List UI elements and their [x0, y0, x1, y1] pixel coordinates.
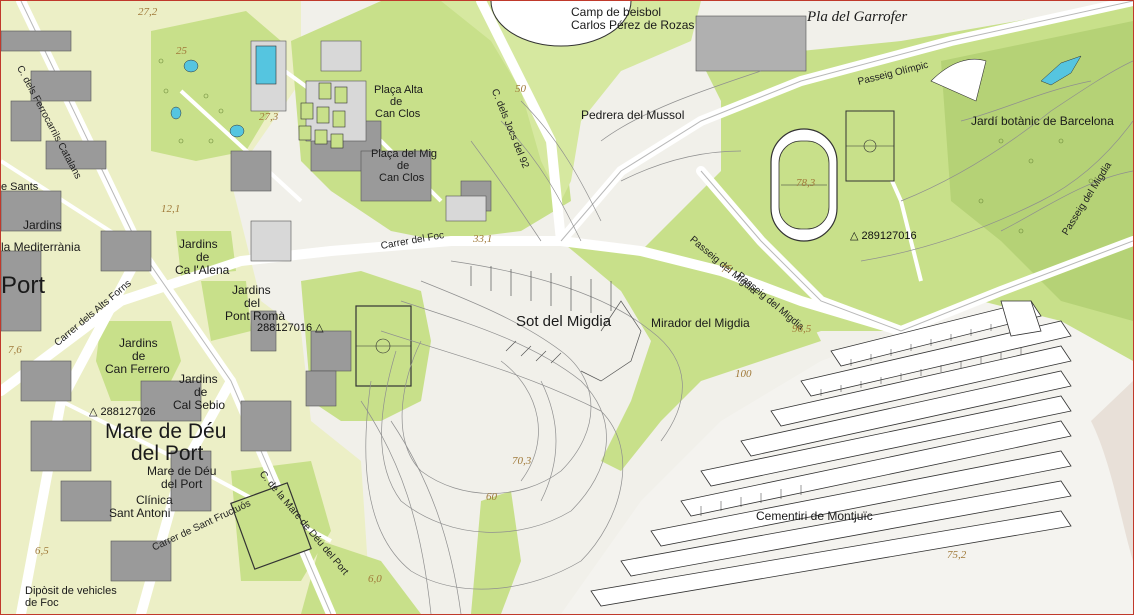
- geodetic-marker-3: △ 289127016: [850, 230, 917, 242]
- football-pitch-sot: [355, 305, 412, 387]
- label-clinica-1: Clínica: [136, 493, 173, 507]
- elevation-label: 25: [176, 45, 187, 57]
- label-jardins-pont-1: Jardins: [232, 283, 271, 297]
- label-jardins-alena-2: de: [196, 250, 210, 264]
- label-jardins-ferrero-2: de: [132, 349, 146, 363]
- label-jardins-medit-1: Jardins: [23, 218, 62, 232]
- marker-id: 289127016: [861, 230, 917, 242]
- road-carrer-foc: [1, 236, 906, 396]
- label-placa-alta-1: Plaça Alta: [374, 84, 423, 96]
- football-pitch-south: [230, 482, 312, 570]
- label-sants: e Sants: [1, 181, 39, 193]
- label-placa-alta-2: de: [390, 96, 403, 108]
- geodetic-marker-1: 288127016 △: [257, 322, 324, 334]
- label-port: Port: [1, 272, 46, 299]
- label-cementiri: Cementiri de Montjuïc: [756, 509, 873, 523]
- baseball-field: [490, 1, 632, 47]
- park-upper-left: [151, 11, 281, 161]
- elevation-label: 70,3: [512, 455, 532, 467]
- label-jardins-medit-2: la Mediterrània: [1, 240, 81, 254]
- label-placa-mig-1: Plaça del Mig: [371, 148, 438, 160]
- marker-id: 288127016: [257, 322, 313, 334]
- label-placa-alta-3: Can Clos: [375, 108, 421, 120]
- park-mirador: [561, 241, 821, 471]
- athletics-track: [770, 128, 838, 242]
- label-jardins-alena-1: Jardins: [179, 237, 218, 251]
- elevation-label: 6,0: [368, 573, 382, 585]
- elevation-label: 27,3: [259, 111, 279, 123]
- label-placa-mig-3: Can Clos: [379, 172, 425, 184]
- label-mare-deu-1: Mare de Déu: [105, 420, 227, 443]
- label-jardins-pont-3: Pont Romà: [225, 309, 286, 323]
- label-jardins-sebio-2: de: [194, 385, 208, 399]
- elevation-label: 75: [721, 263, 732, 275]
- label-placa-mig-2: de: [397, 160, 410, 172]
- elevation-label: 78,3: [796, 177, 816, 189]
- elevation-label: 100: [735, 368, 752, 380]
- label-pedrera-mussol: Pedrera del Mussol: [581, 108, 685, 122]
- label-jardins-sebio-3: Cal Sebio: [173, 398, 226, 412]
- label-carlos-perez: Carlos Pérez de Rozas: [571, 18, 695, 32]
- elevation-label: 75,2: [947, 549, 967, 561]
- pond-botanic: [1040, 55, 1082, 86]
- elevation-label: 12,1: [161, 203, 181, 215]
- label-mirador-migdia: Mirador del Migdia: [651, 316, 750, 330]
- label-camp-beisbol: Camp de beisbol: [571, 5, 662, 19]
- marker-id: 288127026: [100, 406, 156, 418]
- label-jardi-botanic: Jardí botànic de Barcelona: [971, 114, 1114, 128]
- elevation-label: 50: [515, 83, 526, 95]
- label-pla-garrofer: Pla del Garrofer: [807, 9, 908, 25]
- label-jardins-pont-2: del: [244, 296, 261, 310]
- label-clinica-2: Sant Antoni: [109, 506, 171, 520]
- label-mare-deu-2: del Port: [131, 442, 204, 465]
- elevation-label: 7,6: [8, 344, 22, 356]
- label-sot-migdia: Sot del Migdia: [516, 313, 612, 330]
- elevation-label: 60: [486, 491, 497, 503]
- football-pitch-botanic: [845, 110, 895, 182]
- label-diposit-1: Dipòsit de vehicles: [25, 585, 117, 597]
- cemetery-niches: [590, 300, 1072, 607]
- label-mare-deu-small-2: del Port: [161, 477, 203, 491]
- label-jardins-ferrero-3: Can Ferrero: [105, 362, 170, 376]
- elevation-label: 6,5: [35, 545, 49, 557]
- swimming-pool: [255, 45, 277, 85]
- label-jardins-alena-3: Ca l'Alena: [175, 263, 230, 277]
- elevation-label: 33,1: [473, 233, 493, 245]
- geodetic-marker-2: △ 288127026: [89, 406, 156, 418]
- label-jardins-ferrero-1: Jardins: [119, 336, 158, 350]
- label-jardins-sebio-1: Jardins: [179, 372, 218, 386]
- label-mare-deu-small-1: Mare de Déu: [147, 464, 217, 478]
- elevation-label: 27,2: [138, 6, 158, 18]
- elevation-label: 96,5: [792, 323, 812, 335]
- label-diposit-2: de Foc: [25, 597, 59, 609]
